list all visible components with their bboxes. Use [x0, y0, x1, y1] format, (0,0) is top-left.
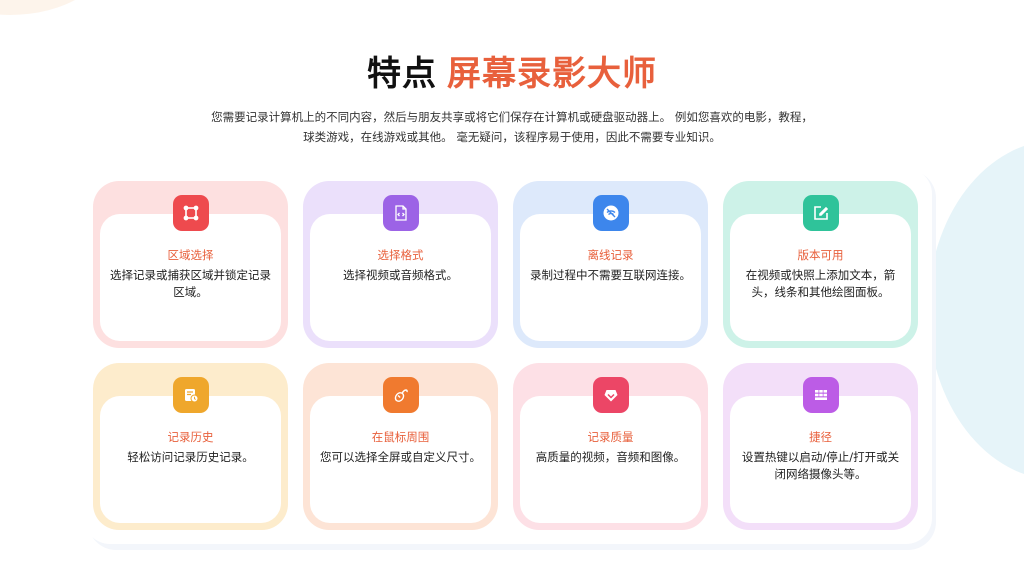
feature-description: 选择记录或捕获区域并锁定记录区域。: [110, 268, 271, 299]
card-inner: [310, 214, 491, 341]
card-inner: [520, 396, 701, 523]
features-grid: 区域选择 选择记录或捕获区域并锁定记录区域。 选择格式 选择视频或音频格式。 离…: [93, 181, 918, 530]
feature-card-region-select: 区域选择 选择记录或捕获区域并锁定记录区域。: [93, 181, 288, 348]
card-inner: [730, 214, 911, 341]
card-inner: [100, 214, 281, 341]
feature-card-format: 选择格式 选择视频或音频格式。: [303, 181, 498, 348]
title-highlight: 屏幕录影大师: [447, 54, 657, 94]
card-inner: [310, 396, 491, 523]
keyboard-shortcut-icon: [802, 377, 839, 413]
description-line-2: 球类游戏，在线游戏或其他。 毫无疑问，该程序易于使用，因此不需要专业知识。: [303, 130, 721, 144]
feature-title: 在鼠标周围: [371, 430, 430, 444]
quality-icon: [592, 377, 629, 413]
feature-card-history: 记录历史 轻松访问记录历史记录。: [93, 363, 288, 530]
feature-card-quality: 记录质量 高质量的视频，音频和图像。: [513, 363, 708, 530]
card-inner: [100, 396, 281, 523]
background-decoration-top-left: [0, 0, 110, 15]
mouse-icon: [382, 377, 419, 413]
title-prefix: 特点: [367, 54, 437, 94]
region-select-icon: [172, 195, 209, 231]
edit-icon: [802, 195, 839, 231]
feature-title: 版本可用: [797, 248, 844, 262]
file-code-icon: [382, 195, 419, 231]
feature-description: 高质量的视频，音频和图像。: [535, 450, 686, 464]
feature-description: 轻松访问记录历史记录。: [127, 450, 254, 464]
feature-card-edit: 版本可用 在视频或快照上添加文本，箭头，线条和其他绘图面板。: [723, 181, 918, 348]
feature-description: 在视频或快照上添加文本，箭头，线条和其他绘图面板。: [745, 268, 896, 299]
feature-description: 设置热键以启动/停止/打开或关闭网络摄像头等。: [741, 450, 900, 481]
feature-description: 录制过程中不需要互联网连接。: [530, 268, 691, 282]
feature-description: 您可以选择全屏或自定义尺寸。: [320, 450, 481, 464]
page-description: 您需要记录计算机上的不同内容，然后与朋友共享或将它们保存在计算机或硬盘驱动器上。…: [180, 107, 844, 147]
feature-description: 选择视频或音频格式。: [343, 268, 458, 282]
history-icon: [172, 377, 209, 413]
feature-card-mouse: 在鼠标周围 您可以选择全屏或自定义尺寸。: [303, 363, 498, 530]
feature-title: 选择格式: [377, 248, 424, 262]
page-title: 特点屏幕录影大师: [0, 50, 1024, 98]
feature-title: 区域选择: [167, 248, 214, 262]
description-line-1: 您需要记录计算机上的不同内容，然后与朋友共享或将它们保存在计算机或硬盘驱动器上。…: [211, 110, 813, 124]
feature-title: 捷径: [809, 430, 832, 444]
card-inner: [520, 214, 701, 341]
feature-card-shortcut: 捷径 设置热键以启动/停止/打开或关闭网络摄像头等。: [723, 363, 918, 530]
background-decoration-right: [928, 140, 1024, 480]
feature-title: 离线记录: [587, 248, 634, 262]
feature-title: 记录历史: [167, 430, 214, 444]
wifi-off-icon: [592, 195, 629, 231]
feature-card-offline: 离线记录 录制过程中不需要互联网连接。: [513, 181, 708, 348]
card-inner: [730, 396, 911, 523]
feature-title: 记录质量: [587, 430, 634, 444]
